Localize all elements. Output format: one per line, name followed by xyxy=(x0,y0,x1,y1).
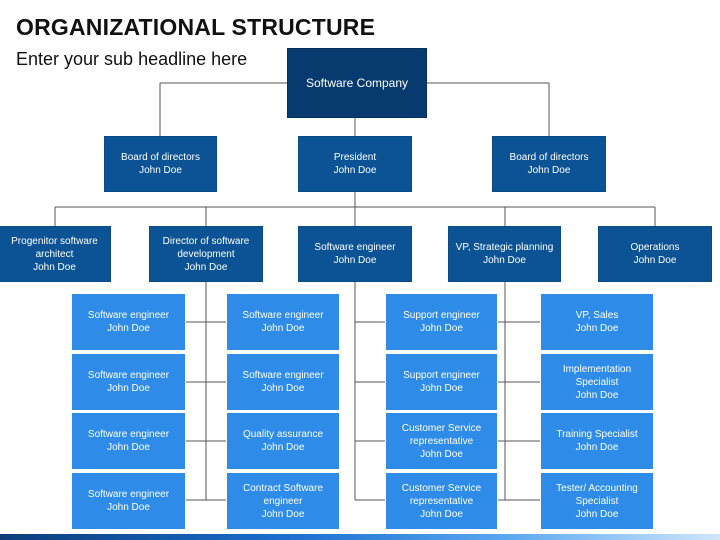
org-node-grid: VP, Sales John Doe xyxy=(540,293,654,351)
org-node-grid: Customer Service representative John Doe xyxy=(385,472,498,530)
page-title: ORGANIZATIONAL STRUCTURE xyxy=(16,14,376,40)
node-label: Implementation Specialist John Doe xyxy=(562,363,632,401)
node-label: Software engineer John Doe xyxy=(242,370,324,394)
org-node-progenitor-architect: Progenitor software architect John Doe xyxy=(0,226,111,282)
page-subtitle: Enter your sub headline here xyxy=(16,49,248,69)
org-node-grid: Software engineer John Doe xyxy=(226,353,340,411)
org-node-grid: Training Specialist John Doe xyxy=(540,412,654,470)
org-node-grid: Software engineer John Doe xyxy=(71,353,186,411)
node-label: Support engineer John Doe xyxy=(403,370,480,394)
node-label: Support engineer John Doe xyxy=(403,310,480,334)
org-node-grid: Support engineer John Doe xyxy=(385,293,498,351)
node-label: Director of software development John Do… xyxy=(162,235,250,273)
org-node-grid: Software engineer John Doe xyxy=(71,472,186,530)
org-node-grid: Implementation Specialist John Doe xyxy=(540,353,654,411)
node-label: Software engineer John Doe xyxy=(87,370,170,394)
org-node-grid: Customer Service representative John Doe xyxy=(385,412,498,470)
node-label: Quality assurance John Doe xyxy=(242,429,324,453)
node-label: VP, Sales John Doe xyxy=(575,310,619,334)
org-node-vp-strategic: VP, Strategic planning John Doe xyxy=(448,226,561,282)
node-label: President John Doe xyxy=(333,152,377,176)
node-label: VP, Strategic planning John Doe xyxy=(455,242,554,266)
org-node-president: President John Doe xyxy=(298,136,412,192)
org-node-grid: Software engineer John Doe xyxy=(226,293,340,351)
node-label: Software Company xyxy=(305,75,409,90)
node-label: Training Specialist John Doe xyxy=(556,429,638,453)
node-label: Software engineer John Doe xyxy=(87,489,170,513)
org-node-grid: Contract Software engineer John Doe xyxy=(226,472,340,530)
node-label: Contract Software engineer John Doe xyxy=(242,482,324,520)
org-node-board-right: Board of directors John Doe xyxy=(492,136,606,192)
org-node-board-left: Board of directors John Doe xyxy=(104,136,217,192)
org-node-grid: Tester/ Accounting Specialist John Doe xyxy=(540,472,654,530)
node-label: Progenitor software architect John Doe xyxy=(11,235,98,273)
node-label: Board of directors John Doe xyxy=(121,152,200,176)
org-node-grid: Software engineer John Doe xyxy=(71,412,186,470)
org-node-grid: Quality assurance John Doe xyxy=(226,412,340,470)
node-label: Software engineer John Doe xyxy=(242,310,324,334)
node-label: Operations John Doe xyxy=(630,242,680,266)
footer-gradient-bar xyxy=(0,534,720,540)
org-node-software-engineer: Software engineer John Doe xyxy=(298,226,412,282)
node-label: Customer Service representative John Doe xyxy=(401,482,482,520)
org-node-root: Software Company xyxy=(287,48,427,118)
node-label: Software engineer John Doe xyxy=(314,242,396,266)
org-node-grid: Software engineer John Doe xyxy=(71,293,186,351)
node-label: Board of directors John Doe xyxy=(509,152,589,176)
node-label: Software engineer John Doe xyxy=(87,429,170,453)
org-node-grid: Support engineer John Doe xyxy=(385,353,498,411)
node-label: Tester/ Accounting Specialist John Doe xyxy=(556,482,638,520)
node-label: Software engineer John Doe xyxy=(87,310,170,334)
org-node-director-development: Director of software development John Do… xyxy=(149,226,263,282)
org-node-operations: Operations John Doe xyxy=(598,226,712,282)
node-label: Customer Service representative John Doe xyxy=(401,422,482,460)
